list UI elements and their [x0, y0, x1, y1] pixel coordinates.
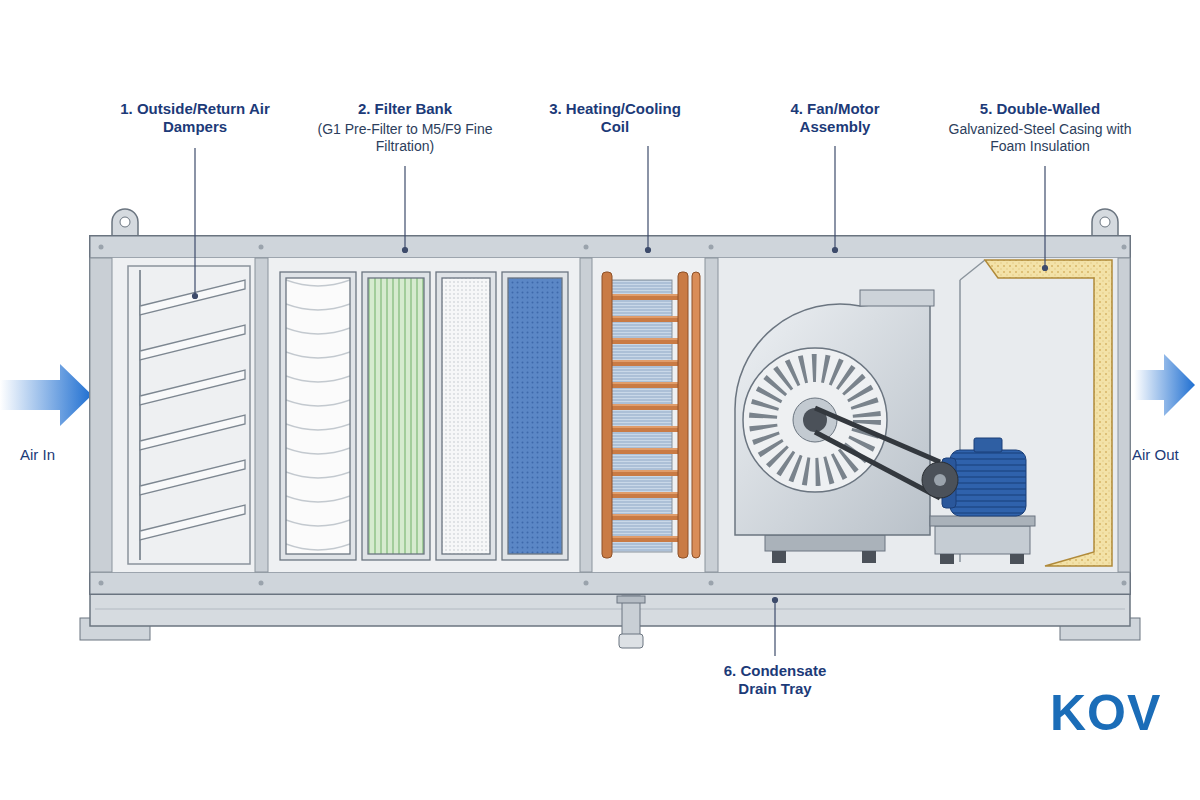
air-out-arrow [1134, 354, 1195, 416]
heating-cooling-coil [602, 272, 700, 558]
damper-section [112, 258, 255, 572]
callout-subtitle: Galvanized-Steel Casing with Foam Insula… [930, 121, 1150, 155]
coil-section [592, 258, 705, 572]
lifting-eye [1092, 209, 1118, 238]
fan-assembly [735, 290, 940, 563]
callout-label: 3. Heating/Cooling Coil [535, 100, 695, 136]
brand-logo: KOV [1050, 688, 1180, 738]
drain-pipe [617, 596, 645, 648]
lifting-eye [112, 209, 138, 238]
filter-bank [280, 272, 568, 560]
callout-label: 1. Outside/Return Air Dampers [115, 100, 275, 136]
motor [922, 438, 1035, 564]
callout-subtitle: (G1 Pre-Filter to M5/F9 Fine Filtration) [305, 121, 505, 155]
callout-label: 4. Fan/Motor Assembly [760, 100, 910, 136]
air-in-arrow [0, 364, 92, 426]
base-frame-edge [95, 609, 1125, 610]
casing [90, 236, 1130, 594]
drain-tray-rail [90, 572, 1130, 594]
filter-section [268, 258, 580, 572]
callout-label: 6. Condensate Drain Tray [705, 662, 845, 698]
airflow-label: Air In [20, 446, 90, 464]
airflow-label: Air Out [1132, 446, 1196, 464]
callout-label: 2. Filter Bank [295, 100, 515, 118]
leader-lines [193, 146, 1048, 656]
callout-label: 5. Double-Walled [930, 100, 1150, 118]
top-rail [90, 236, 1130, 258]
fan-section [718, 258, 1118, 572]
frame-posts [90, 258, 1130, 572]
bolts [99, 245, 1127, 586]
damper-blades [128, 266, 250, 564]
base-frame [90, 592, 1130, 626]
